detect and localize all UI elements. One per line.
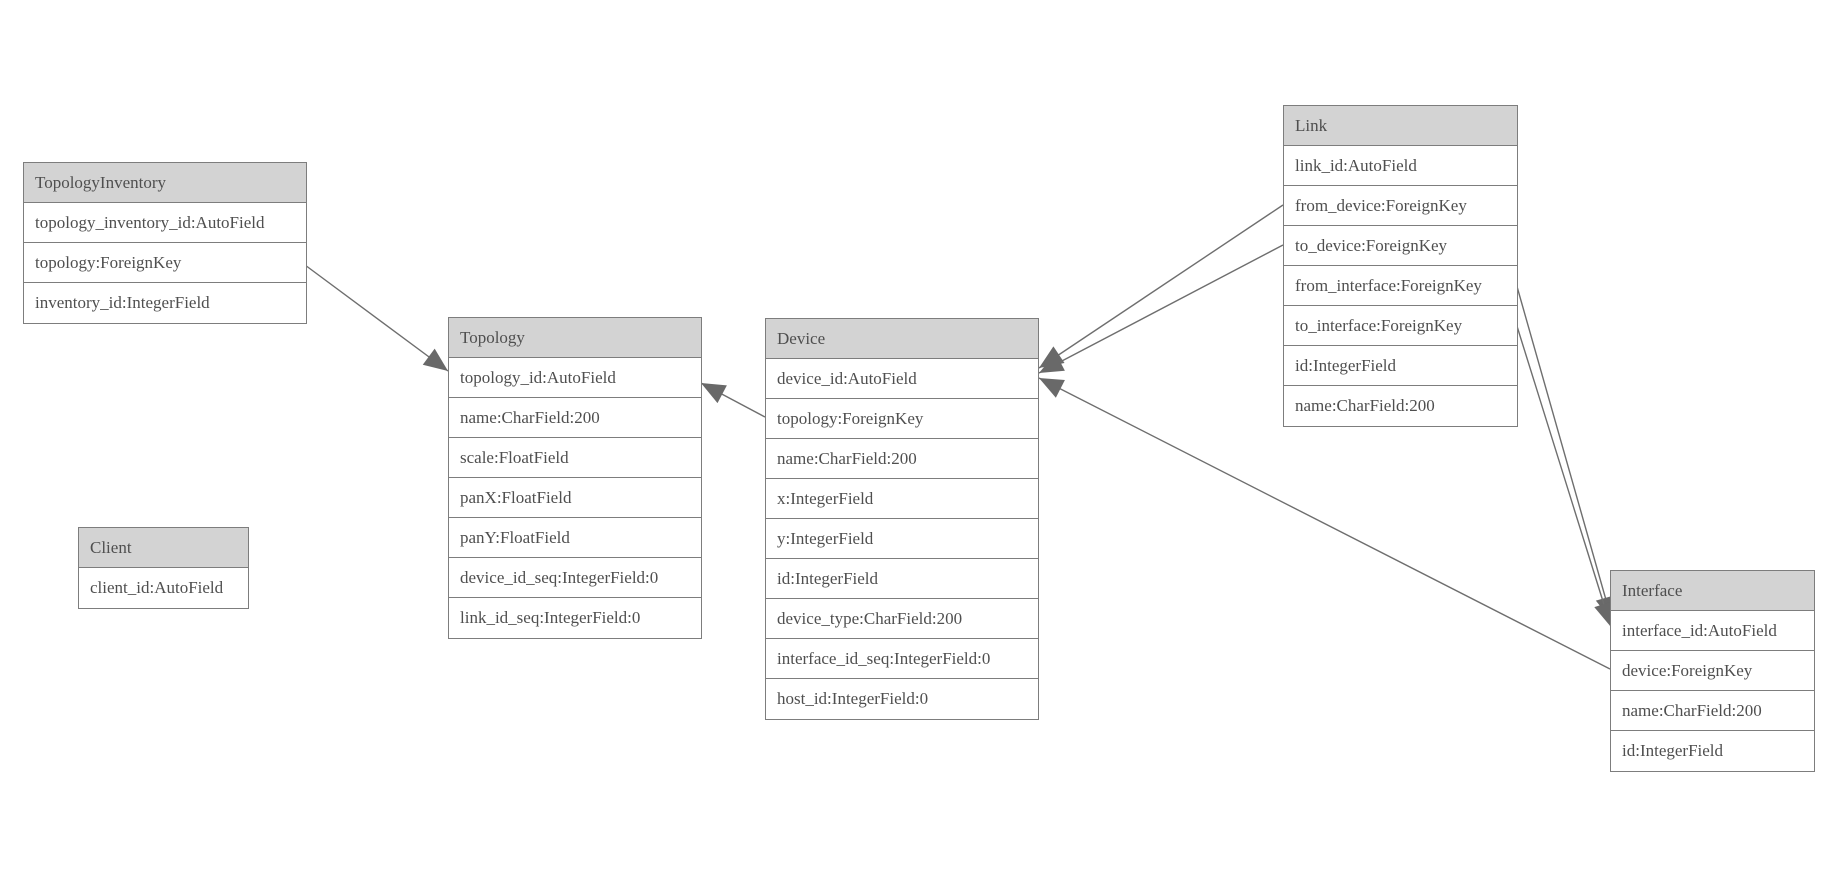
field-row-topology_inventory_id: topology_inventory_id:AutoField (24, 203, 306, 243)
entity-title: Client (79, 528, 248, 568)
field-row-interface_id: interface_id:AutoField (1611, 611, 1814, 651)
relationship-arrowhead (1039, 352, 1065, 373)
field-row-topology: topology:ForeignKey (766, 399, 1038, 439)
entity-title: Device (766, 319, 1038, 359)
field-row-to_device: to_device:ForeignKey (1284, 226, 1517, 266)
field-row-topology: topology:ForeignKey (24, 243, 306, 283)
relationship-line (1038, 244, 1284, 374)
field-row-from_interface: from_interface:ForeignKey (1284, 266, 1517, 306)
field-row-from_device: from_device:ForeignKey (1284, 186, 1517, 226)
field-row-x: x:IntegerField (766, 479, 1038, 519)
field-row-id: id:IntegerField (766, 559, 1038, 599)
field-row-name: name:CharField:200 (449, 398, 701, 438)
field-row-to_interface: to_interface:ForeignKey (1284, 306, 1517, 346)
field-row-id: id:IntegerField (1284, 346, 1517, 386)
field-row-device: device:ForeignKey (1611, 651, 1814, 691)
field-row-name: name:CharField:200 (766, 439, 1038, 479)
field-row-name: name:CharField:200 (1284, 386, 1517, 426)
relationship-arrowhead (1039, 378, 1065, 398)
field-row-client_id: client_id:AutoField (79, 568, 248, 608)
relationship-line (304, 264, 449, 372)
relationship-line (1515, 282, 1613, 622)
field-row-interface_id_seq: interface_id_seq:IntegerField:0 (766, 639, 1038, 679)
relationship-arrowhead (422, 348, 448, 371)
field-row-link_id: link_id:AutoField (1284, 146, 1517, 186)
field-row-panY: panY:FloatField (449, 518, 701, 558)
field-row-id: id:IntegerField (1611, 731, 1814, 771)
field-row-panX: panX:FloatField (449, 478, 701, 518)
entity-title: Topology (449, 318, 701, 358)
field-row-device_type: device_type:CharField:200 (766, 599, 1038, 639)
field-row-name: name:CharField:200 (1611, 691, 1814, 731)
field-row-scale: scale:FloatField (449, 438, 701, 478)
relationship-line (1038, 204, 1284, 369)
relationship-arrowhead (701, 383, 727, 404)
field-row-topology_id: topology_id:AutoField (449, 358, 701, 398)
entity-title: Link (1284, 106, 1517, 146)
field-row-y: y:IntegerField (766, 519, 1038, 559)
entity-title: TopologyInventory (24, 163, 306, 203)
field-row-inventory_id: inventory_id:IntegerField (24, 283, 306, 323)
field-row-host_id: host_id:IntegerField:0 (766, 679, 1038, 719)
relationship-line (1038, 377, 1611, 670)
relationship-arrowhead (1594, 601, 1614, 627)
field-row-link_id_seq: link_id_seq:IntegerField:0 (449, 598, 701, 638)
entity-title: Interface (1611, 571, 1814, 611)
field-row-device_id: device_id:AutoField (766, 359, 1038, 399)
field-row-device_id_seq: device_id_seq:IntegerField:0 (449, 558, 701, 598)
relationship-line (1515, 322, 1612, 628)
